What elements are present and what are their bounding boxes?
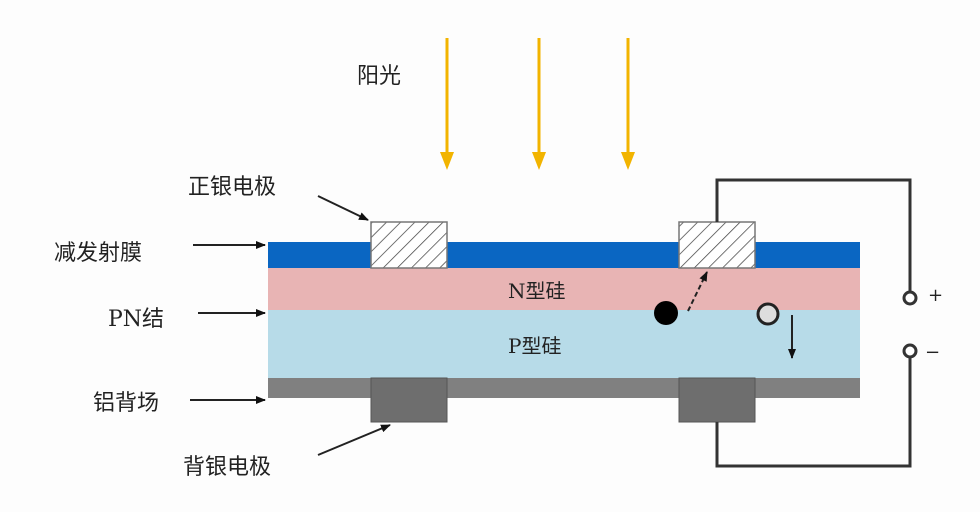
wire-negative: [715, 357, 912, 468]
anti-reflection-layer: [268, 242, 860, 268]
pn-junction-label: PN结: [108, 307, 164, 332]
negative-terminal: [902, 343, 918, 359]
negative-label: −: [925, 342, 940, 363]
n-silicon-label: N型硅: [508, 279, 566, 303]
sun-arrowhead-1: [440, 152, 454, 170]
aluminum-back-field-label: 铝背场: [93, 391, 159, 416]
sunlight-arrows: [440, 38, 635, 170]
back-electrode-pointer: [317, 424, 391, 456]
front-electrode-left: [370, 221, 448, 269]
positive-label: +: [928, 285, 943, 306]
anti-reflection-label: 减发射膜: [54, 241, 142, 266]
positive-terminal: [902, 290, 918, 306]
aluminum-back-field-layer: [268, 378, 860, 398]
sunlight-label: 阳光: [357, 64, 401, 89]
front-electrode-label: 正银电极: [188, 175, 276, 200]
sun-arrowhead-3: [621, 152, 635, 170]
n-silicon-layer: [268, 268, 860, 310]
sun-arrowhead-2: [532, 152, 546, 170]
p-silicon-label: P型硅: [508, 334, 561, 358]
back-electrode-left: [370, 377, 448, 423]
hole: [756, 302, 780, 326]
back-electrode-label: 背银电极: [183, 455, 271, 480]
wire-positive: [715, 178, 912, 292]
electron-arrow: [687, 271, 708, 312]
back-electrode-right: [678, 377, 756, 423]
electron: [654, 301, 678, 325]
front-electrode-pointer: [317, 195, 369, 221]
front-electrode-right: [678, 221, 756, 269]
